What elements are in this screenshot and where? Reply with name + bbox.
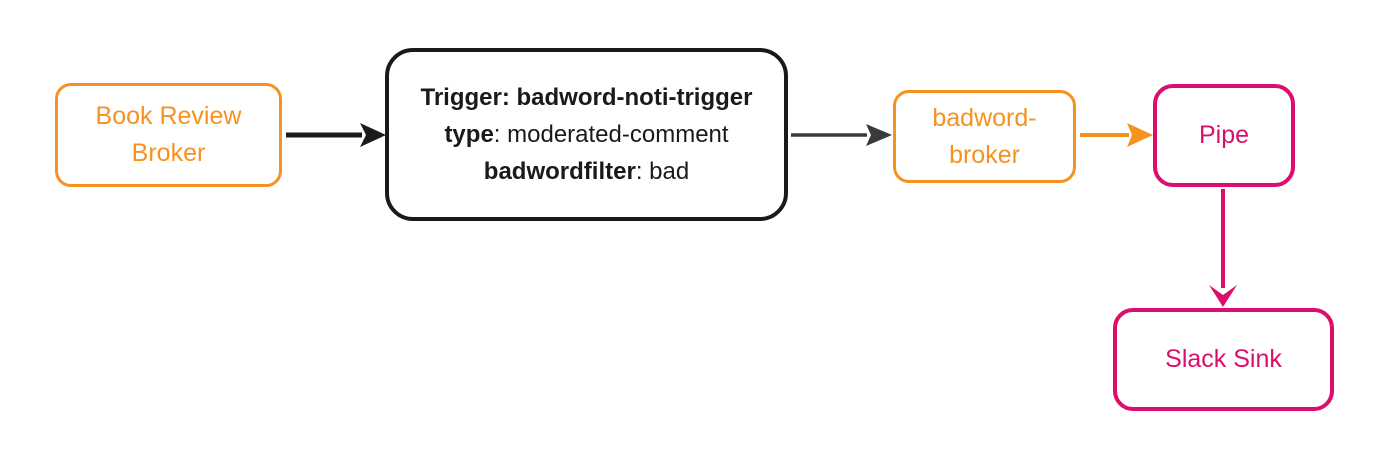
node-pipe: Pipe	[1153, 84, 1295, 187]
trigger-line-2: type: moderated-comment	[444, 121, 729, 148]
node-label: Pipe	[1198, 121, 1250, 149]
arrow-pipe-to-slack-sink	[1209, 189, 1237, 307]
trigger-line-1: Trigger: badword-noti-trigger	[420, 84, 753, 111]
node-label: Slack Sink	[1165, 345, 1282, 373]
arrow-badword-broker-to-pipe	[1080, 123, 1153, 147]
node-label-line: Broker	[131, 139, 206, 167]
node-badword-broker: badword- broker	[893, 90, 1076, 183]
node-slack-sink: Slack Sink	[1113, 308, 1334, 411]
arrow-trigger-to-badword-broker	[791, 124, 892, 146]
trigger-line-3: badwordfilter: bad	[483, 158, 690, 185]
node-trigger: Trigger: badword-noti-trigger type: mode…	[385, 48, 788, 221]
arrow-book-to-trigger	[286, 123, 386, 147]
node-label-line: broker	[949, 140, 1020, 169]
node-label-line: Book Review	[95, 102, 242, 130]
node-label-line: badword-	[932, 103, 1037, 132]
node-book-review-broker: Book Review Broker	[55, 83, 282, 187]
